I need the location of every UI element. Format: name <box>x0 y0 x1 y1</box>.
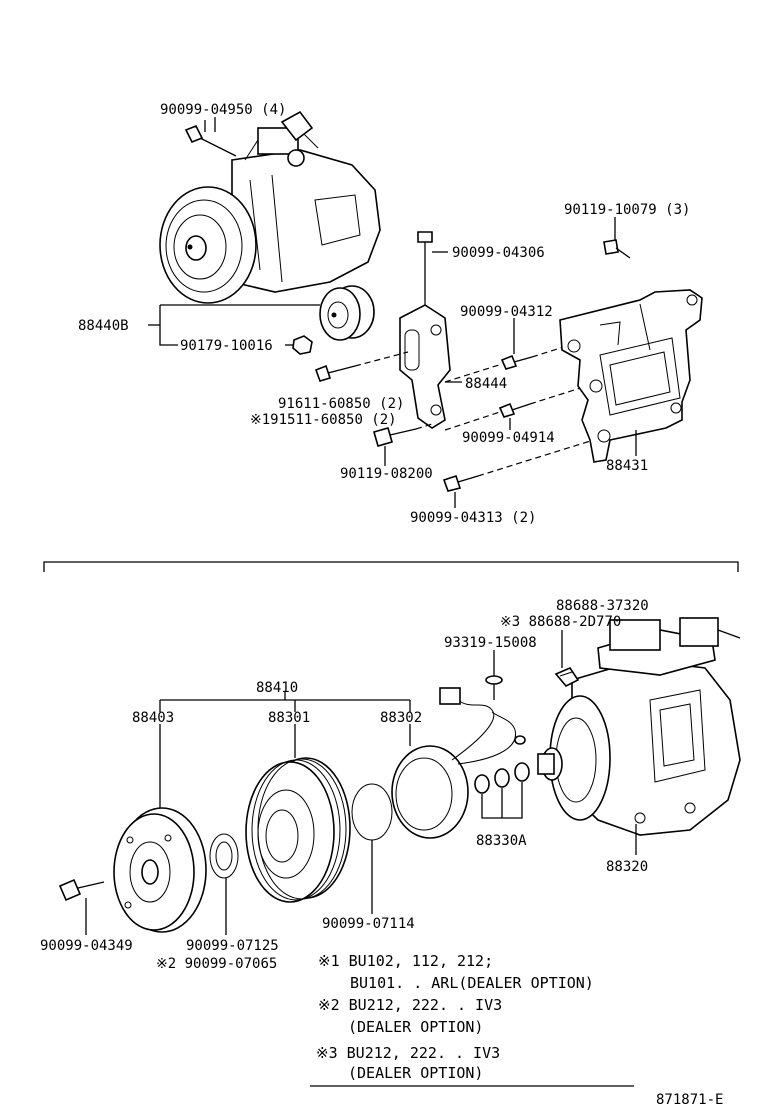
label-coil: 88302 <box>380 710 422 726</box>
label-screw: 93319-15008 <box>444 635 537 651</box>
coil-drawing <box>391 687 526 839</box>
label-pulley: 88301 <box>268 710 310 726</box>
label-bolt-top: 90099-04950 (4) <box>160 102 286 118</box>
bolt-04914-drawing <box>444 384 591 431</box>
label-bracket-88444: 88444 <box>465 376 507 392</box>
label-compressor: 88320 <box>606 859 648 875</box>
snap-ring-drawing <box>351 783 393 841</box>
label-washer-alt: ※2 90099-07065 <box>156 956 277 972</box>
nut-drawing <box>292 335 313 355</box>
screw-drawing <box>485 675 503 700</box>
label-bracket-88431: 88431 <box>606 458 648 474</box>
bolt-vertical-drawing <box>417 231 433 318</box>
label-bolt-04306: 90099-04306 <box>452 245 545 261</box>
pulley-lower-drawing <box>245 757 351 903</box>
leaders-upper <box>148 117 637 508</box>
bolt-08200-drawing <box>373 423 433 447</box>
label-plate-drawing <box>554 667 580 687</box>
figure-id: 871871-E <box>656 1092 723 1108</box>
note-2-line-2: (DEALER OPTION) <box>348 1018 483 1036</box>
pulley-small-drawing <box>319 285 375 341</box>
note-3-line-2: (DEALER OPTION) <box>348 1064 483 1082</box>
washer-drawing <box>209 833 239 879</box>
label-bolt-60850-alt: ※191511-60850 (2) <box>250 412 397 428</box>
hub-drawing <box>113 807 207 933</box>
bracket-main-drawing <box>559 289 703 463</box>
label-bolt-60850: 91611-60850 (2) <box>278 396 404 412</box>
center-bolt-drawing <box>58 878 105 902</box>
compressor-lower-drawing <box>537 617 741 836</box>
bolt-10079-drawing <box>603 239 631 259</box>
label-88688-2d770: ※3 88688-2D770 <box>500 614 621 630</box>
leaders-lower <box>85 630 637 935</box>
label-bolt-04312: 90099-04312 <box>460 304 553 320</box>
label-pulley-assy: 88440B <box>78 318 129 334</box>
note-1-line-2: BU101. . ARL(DEALER OPTION) <box>350 974 594 992</box>
label-bolt-08200: 90119-08200 <box>340 466 433 482</box>
bolt-04312-drawing <box>444 344 571 383</box>
bolt-60850-drawing <box>314 351 409 382</box>
note-3-line-1: ※3 BU212, 222. . IV3 <box>316 1044 500 1062</box>
bracket-small-drawing <box>399 304 451 429</box>
label-washer: 90099-07125 <box>186 938 279 954</box>
label-snap-ring: 90099-07114 <box>322 916 415 932</box>
label-nut: 90179-10016 <box>180 338 273 354</box>
label-hub: 88403 <box>132 710 174 726</box>
section-divider <box>43 561 739 572</box>
label-88688-37320: 88688-37320 <box>556 598 649 614</box>
label-shims: 88330A <box>476 833 527 849</box>
note-2-line-1: ※2 BU212, 222. . IV3 <box>318 996 502 1014</box>
note-1-line-1: ※1 BU102, 112, 212; <box>318 952 493 970</box>
label-clutch-assy: 88410 <box>256 680 298 696</box>
label-bolt-04914: 90099-04914 <box>462 430 555 446</box>
label-center-bolt: 90099-04349 <box>40 938 133 954</box>
compressor-upper-drawing <box>159 110 381 304</box>
bolt-top-drawing <box>184 120 237 157</box>
label-bolt-04313: 90099-04313 (2) <box>410 510 536 526</box>
bolt-04313-drawing <box>442 437 601 492</box>
label-bolt-10079: 90119-10079 (3) <box>564 202 690 218</box>
shims-drawing <box>474 762 530 794</box>
